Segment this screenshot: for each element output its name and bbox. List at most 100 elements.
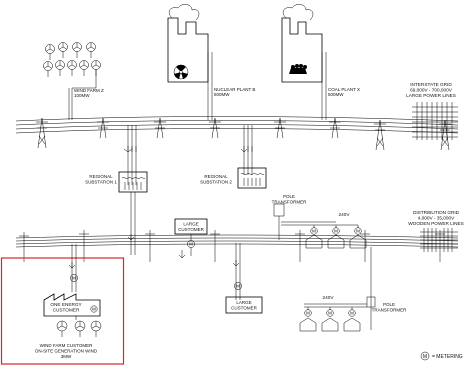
meter-icon (354, 227, 362, 235)
meter-icon-label: M (306, 311, 310, 316)
wind-farm-customer-capacity: 3MW (61, 354, 72, 359)
wind-farm-customer-title: WIND FARM CUSTOMER (40, 343, 93, 348)
power-flow-arrows-icon (240, 146, 253, 153)
wind-turbine-icon (86, 42, 96, 58)
legend-text: = METERING (432, 354, 463, 360)
house-icon (349, 234, 367, 249)
wind-farm-z-turbines (43, 42, 101, 120)
interstate-grid-mesh-icon (412, 102, 458, 140)
house-meter: M (349, 225, 367, 249)
large-customer-upper-label: LARGE (183, 222, 198, 227)
house-icon (299, 317, 317, 332)
coal-plant-x-label: COAL PLANT X (328, 87, 360, 92)
large-customer-upper-sub: CUSTOMER (178, 227, 204, 232)
interstate-grid-title: INTERSTATE GRID (410, 82, 452, 87)
meter-icon (234, 282, 242, 290)
large-customer-upper: M (174, 218, 208, 259)
utility-pole-icon (295, 230, 305, 262)
wind-farm-customer-desc: ON-SITE GENERATION WIND (35, 349, 98, 354)
meter-icon-label: M (189, 242, 193, 247)
distribution-lines (15, 234, 459, 248)
house-meter: M (343, 307, 361, 332)
meter-icon-label: M (328, 311, 332, 316)
large-customer-lower: M (225, 243, 263, 314)
meter-icon (420, 351, 430, 361)
regional-substation-2 (237, 125, 267, 189)
meter-icon (332, 227, 340, 235)
meter-icon (90, 305, 98, 313)
nuclear-plant-b-icon (167, 4, 213, 120)
transmission-pylons (36, 117, 451, 151)
nuclear-plant-b-capacity: 500MW (214, 92, 230, 97)
wind-turbine-icon (56, 320, 68, 337)
meter-icon (70, 274, 78, 282)
one-energy-customer-label: ONE ENERGY (50, 302, 82, 307)
interstate-grid-desc: LARGE POWER LINES (406, 93, 456, 98)
pole-transformer-lower: M M M (299, 247, 376, 332)
wind-turbine-icon (45, 44, 55, 60)
meter-icon-label: M (236, 284, 240, 289)
pylon-icon (209, 117, 221, 139)
coal-plant-x-icon (281, 4, 327, 120)
wind-turbine-icon (58, 42, 68, 58)
voltage-upper-label: 240V (339, 212, 351, 217)
highlight-box (0, 257, 125, 365)
meter-icon-label: M (334, 229, 338, 234)
distribution-grid-title: DISTRIBUTION GRID (413, 210, 460, 215)
substation-2-label: REGIONAL (204, 174, 228, 179)
wind-turbine-icon (74, 320, 86, 337)
wind-farm-z-capacity: 100MW (74, 93, 90, 98)
house-meter: M (299, 307, 317, 332)
meter-icon (304, 309, 312, 317)
wind-turbine-icon (90, 320, 102, 337)
pylon-icon (97, 117, 109, 139)
house-icon (327, 234, 345, 249)
large-customer-lower-sub: CUSTOMER (231, 306, 257, 311)
wind-turbine-icon (55, 60, 65, 76)
meter-icon (326, 309, 334, 317)
wooden-poles (19, 230, 445, 262)
pylon-icon (374, 119, 386, 151)
substation-1-label: REGIONAL (89, 174, 113, 179)
utility-pole-icon (145, 230, 155, 262)
utility-pole-icon (210, 230, 220, 262)
meter-icon-label: M (72, 276, 76, 281)
utility-pole-icon (19, 232, 29, 262)
house-meter: M (305, 225, 323, 249)
utility-pole-icon (79, 230, 89, 262)
substation-2-name: SUBSTATION 2 (200, 180, 232, 185)
wind-turbine-icon (72, 42, 82, 58)
one-energy-customer-sub: CUSTOMER (53, 308, 80, 313)
distribution-grid-desc: WOODEN POWER LINES (408, 221, 463, 226)
pylon-icon (274, 117, 286, 139)
legend-symbol: M (423, 354, 427, 360)
pylon-icon (36, 117, 48, 149)
distribution-grid-voltage: 4,000V - 35,000V (418, 216, 455, 221)
legend: M = METERING (420, 351, 463, 361)
coal-plant-x-capacity: 500MW (328, 92, 344, 97)
wind-turbine-icon (67, 60, 77, 76)
utility-pole-icon (435, 230, 445, 262)
nuclear-plant-b-label: NUCLEAR PLANT B (214, 87, 255, 92)
voltage-lower-label: 240V (323, 295, 335, 300)
power-flow-arrows-icon (123, 146, 137, 153)
wind-turbine-icon (43, 61, 53, 77)
house-meter: M (327, 225, 345, 249)
wind-turbine-icon (91, 60, 101, 76)
wind-turbine-icon (79, 60, 89, 76)
meter-icon-label: M (312, 229, 316, 234)
interstate-grid-voltage: 69,000V - 700,000V (410, 88, 453, 93)
wind-farm-z-label: WIND FARM Z (74, 88, 104, 93)
wind-farm-feeder-line (71, 70, 97, 120)
meter-icon-label: M (92, 307, 96, 312)
meter-icon (348, 309, 356, 317)
house-meter: M (321, 307, 339, 332)
wind-farm-customer-section: M M (0, 244, 125, 365)
substation-1-name: SUBSTATION 1 (85, 180, 117, 185)
house-icon (321, 317, 339, 332)
pole-transformer-upper: M M M (273, 203, 367, 249)
interstate-transmission-lines (15, 116, 459, 134)
meter-icon-label: M (356, 229, 360, 234)
